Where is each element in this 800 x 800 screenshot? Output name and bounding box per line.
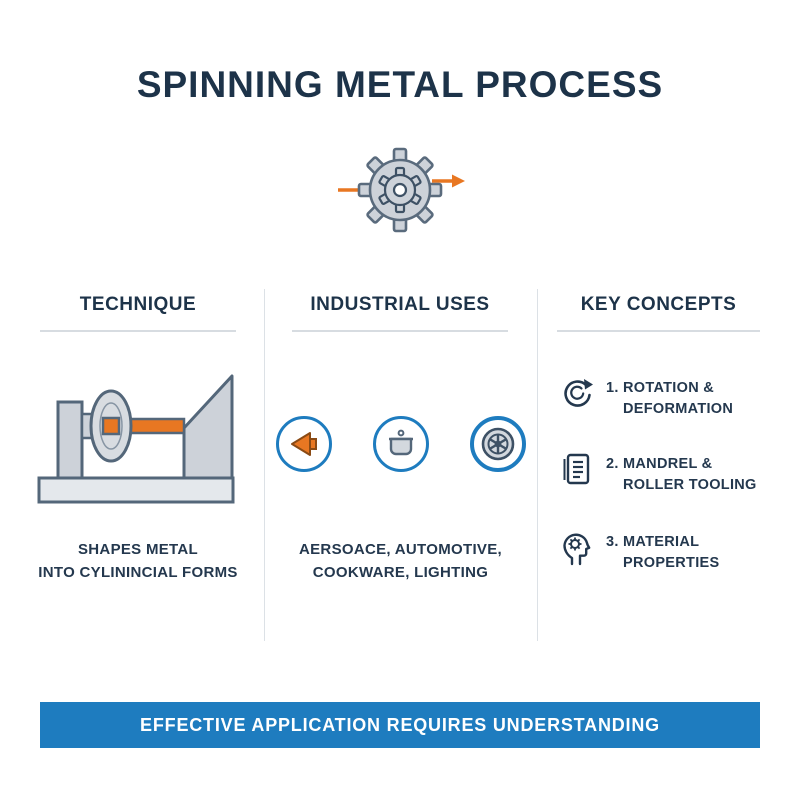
key-concept-item-1: 1. ROTATION & DEFORMATION bbox=[560, 376, 774, 420]
key-concept-line: DEFORMATION bbox=[623, 401, 734, 418]
key-concept-item-2: 2. MANDREL & ROLLER TOOLING bbox=[560, 452, 774, 496]
wheel-icon bbox=[470, 416, 526, 472]
technique-caption: SHAPES METAL INTO CYLININCIAL FORMS bbox=[30, 538, 246, 585]
key-concept-text: 3. MATERIAL PROPERTIES bbox=[606, 530, 719, 574]
key-concept-line: 1. ROTATION & bbox=[606, 380, 715, 396]
key-concept-line: ROLLER TOOLING bbox=[623, 477, 757, 494]
caption-line: SHAPES METAL bbox=[78, 541, 198, 558]
cone-lamp-icon bbox=[276, 416, 332, 472]
caption-line: COOKWARE, LIGHTING bbox=[312, 564, 489, 582]
spinning-lathe-illustration bbox=[36, 370, 236, 517]
key-concepts-heading: KEY CONCEPTS bbox=[557, 294, 760, 332]
key-concept-item-3: 3. MATERIAL PROPERTIES bbox=[560, 530, 774, 574]
rotation-arrow-icon bbox=[560, 376, 594, 410]
key-concept-line: 2. MANDREL & bbox=[606, 456, 713, 472]
head-gear-icon bbox=[560, 530, 594, 566]
caption-line: AERSOACE, AUTOMOTIVE, bbox=[299, 541, 502, 558]
column-divider-left bbox=[264, 289, 265, 641]
caption-line: INTO CYLININCIAL FORMS bbox=[38, 564, 238, 582]
cookware-pot-icon bbox=[373, 416, 429, 472]
page-title: SPINNING METAL PROCESS bbox=[136, 64, 664, 105]
key-concept-text: 2. MANDREL & ROLLER TOOLING bbox=[606, 452, 757, 496]
technique-heading: TECHNIQUE bbox=[40, 294, 236, 332]
gear-icon-svg bbox=[338, 147, 465, 233]
industrial-uses-icons bbox=[276, 416, 526, 472]
footer-banner-text: EFFECTIVE APPLICATION REQUIRES UNDERSTAN… bbox=[140, 714, 660, 735]
document-icon bbox=[560, 452, 594, 486]
industrial-uses-caption: AERSOACE, AUTOMOTIVE, COOKWARE, LIGHTING bbox=[274, 538, 527, 585]
footer-banner: EFFECTIVE APPLICATION REQUIRES UNDERSTAN… bbox=[40, 702, 760, 748]
industrial-uses-heading: INDUSTRIAL USES bbox=[292, 294, 508, 332]
key-concept-text: 1. ROTATION & DEFORMATION bbox=[606, 376, 733, 420]
key-concept-line: 3. MATERIAL bbox=[606, 534, 700, 550]
column-divider-right bbox=[537, 289, 538, 641]
gear-icon bbox=[330, 134, 470, 246]
key-concept-line: PROPERTIES bbox=[623, 555, 720, 572]
